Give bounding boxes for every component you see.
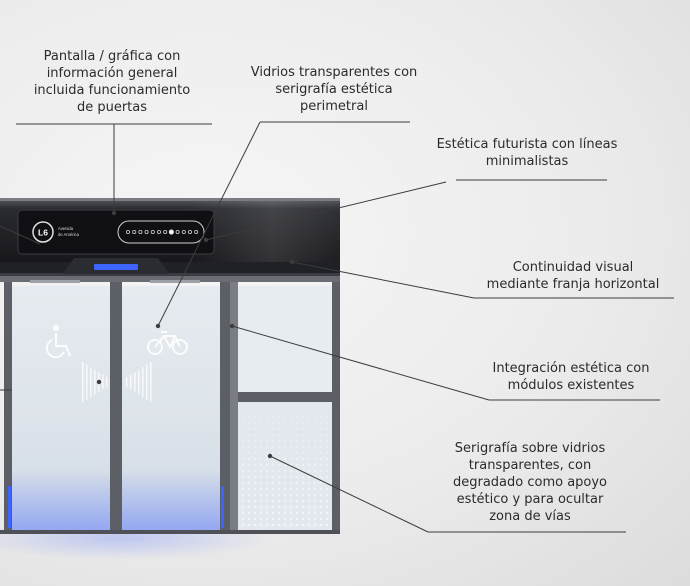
info-display: L6 Avenida de América xyxy=(17,209,215,255)
bicycle-icon xyxy=(147,331,188,355)
arrow-stripe xyxy=(142,367,144,397)
arrow-stripe xyxy=(150,362,152,402)
callout-futurista: Estética futurista con líneas minimalist… xyxy=(436,137,618,169)
route-capsule xyxy=(117,220,205,244)
arrow-stripe xyxy=(102,374,104,390)
line-badge xyxy=(32,221,54,243)
arrow-stripe xyxy=(134,372,136,392)
arrow-stripe xyxy=(130,374,132,390)
route-stop-dot xyxy=(138,229,143,234)
route-stop-dot xyxy=(194,229,199,234)
arrow-stripe xyxy=(86,364,88,400)
leader-lines xyxy=(0,121,674,533)
left-door-blue-light xyxy=(8,486,11,528)
arrow-stripe xyxy=(106,377,108,387)
route-stop-dot xyxy=(175,229,180,234)
callout-integracion: Integración estética con módulos existen… xyxy=(492,361,650,393)
route-stop-dot xyxy=(181,229,186,234)
route-stop-dot xyxy=(187,229,192,234)
callout-serigrafia: Serigrafía sobre vidrios transparentes, … xyxy=(452,441,608,524)
route-stop-dot xyxy=(150,229,155,234)
wheelchair-icon xyxy=(45,325,71,359)
arrow-stripe xyxy=(138,369,140,395)
route-stop-dot xyxy=(132,229,137,234)
station-name: Avenida de América xyxy=(58,226,80,237)
callout-continuidad: Continuidad visual mediante franja horiz… xyxy=(486,260,660,292)
route-stop-dot xyxy=(156,229,161,234)
arrow-stripe xyxy=(126,377,128,387)
route-stop-dot xyxy=(126,229,131,234)
arrow-stripe xyxy=(94,369,96,395)
route-stop-dot xyxy=(144,229,149,234)
arrow-stripe xyxy=(146,364,148,400)
callout-vidrios: Vidrios transparentes con serigrafía est… xyxy=(250,65,418,114)
arrow-stripe xyxy=(90,367,92,397)
arrow-stripe xyxy=(82,362,84,402)
door-frame xyxy=(0,276,340,534)
callout-pantalla: Pantalla / gráfica con información gener… xyxy=(33,49,191,115)
route-dots xyxy=(126,229,199,235)
route-stop-dot xyxy=(168,229,174,235)
route-stop-dot xyxy=(163,229,168,234)
line-code: L6 xyxy=(38,228,48,238)
upper-side-glass xyxy=(238,286,332,392)
right-door-blue-light xyxy=(221,486,224,528)
door-sensor xyxy=(62,258,170,274)
